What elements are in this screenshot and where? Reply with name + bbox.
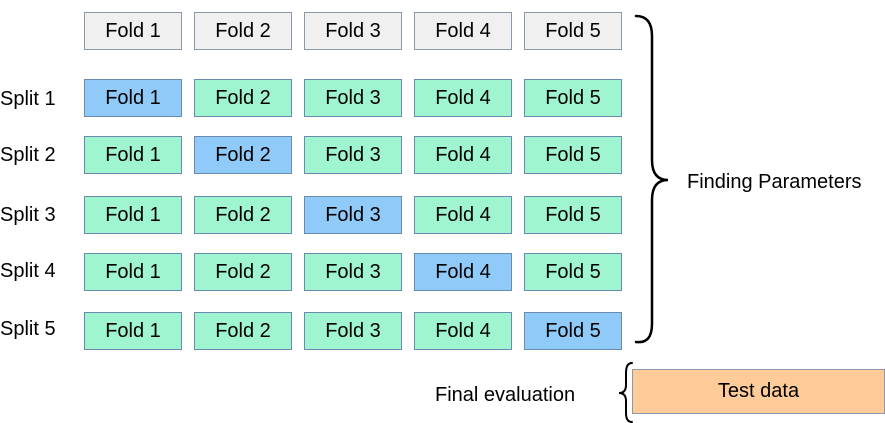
- training-fold-1-4: Fold 4: [414, 79, 512, 117]
- final-evaluation-label: Final evaluation: [435, 384, 576, 406]
- validation-fold-3-3: Fold 3: [304, 196, 402, 234]
- training-fold-3-2: Fold 2: [194, 196, 292, 234]
- test-data-box: Test data: [632, 369, 885, 414]
- training-fold-1-5: Fold 5: [524, 79, 622, 117]
- training-fold-4-5: Fold 5: [524, 253, 622, 291]
- header-fold-3: Fold 3: [304, 12, 402, 50]
- header-fold-4: Fold 4: [414, 12, 512, 50]
- training-fold-4-1: Fold 1: [84, 253, 182, 291]
- split-label-4: Split 4: [0, 260, 56, 282]
- training-fold-5-3: Fold 3: [304, 312, 402, 350]
- training-fold-2-1: Fold 1: [84, 136, 182, 174]
- training-fold-3-5: Fold 5: [524, 196, 622, 234]
- training-fold-1-2: Fold 2: [194, 79, 292, 117]
- split-label-5: Split 5: [0, 318, 56, 340]
- training-fold-4-2: Fold 2: [194, 253, 292, 291]
- validation-fold-4-4: Fold 4: [414, 253, 512, 291]
- finding-parameters-label: Finding Parameters: [687, 171, 862, 193]
- training-fold-2-3: Fold 3: [304, 136, 402, 174]
- header-fold-5: Fold 5: [524, 12, 622, 50]
- split-label-1: Split 1: [0, 88, 56, 110]
- validation-fold-2-2: Fold 2: [194, 136, 292, 174]
- training-fold-5-1: Fold 1: [84, 312, 182, 350]
- training-fold-2-4: Fold 4: [414, 136, 512, 174]
- training-fold-3-4: Fold 4: [414, 196, 512, 234]
- validation-fold-5-5: Fold 5: [524, 312, 622, 350]
- training-fold-2-5: Fold 5: [524, 136, 622, 174]
- training-fold-3-1: Fold 1: [84, 196, 182, 234]
- header-fold-1: Fold 1: [84, 12, 182, 50]
- validation-fold-1-1: Fold 1: [84, 79, 182, 117]
- training-fold-1-3: Fold 3: [304, 79, 402, 117]
- header-fold-2: Fold 2: [194, 12, 292, 50]
- split-label-2: Split 2: [0, 144, 56, 166]
- split-label-3: Split 3: [0, 204, 56, 226]
- training-fold-5-2: Fold 2: [194, 312, 292, 350]
- training-fold-5-4: Fold 4: [414, 312, 512, 350]
- finding-parameters-brace: [634, 14, 669, 344]
- training-fold-4-3: Fold 3: [304, 253, 402, 291]
- final-evaluation-brace: [618, 362, 633, 423]
